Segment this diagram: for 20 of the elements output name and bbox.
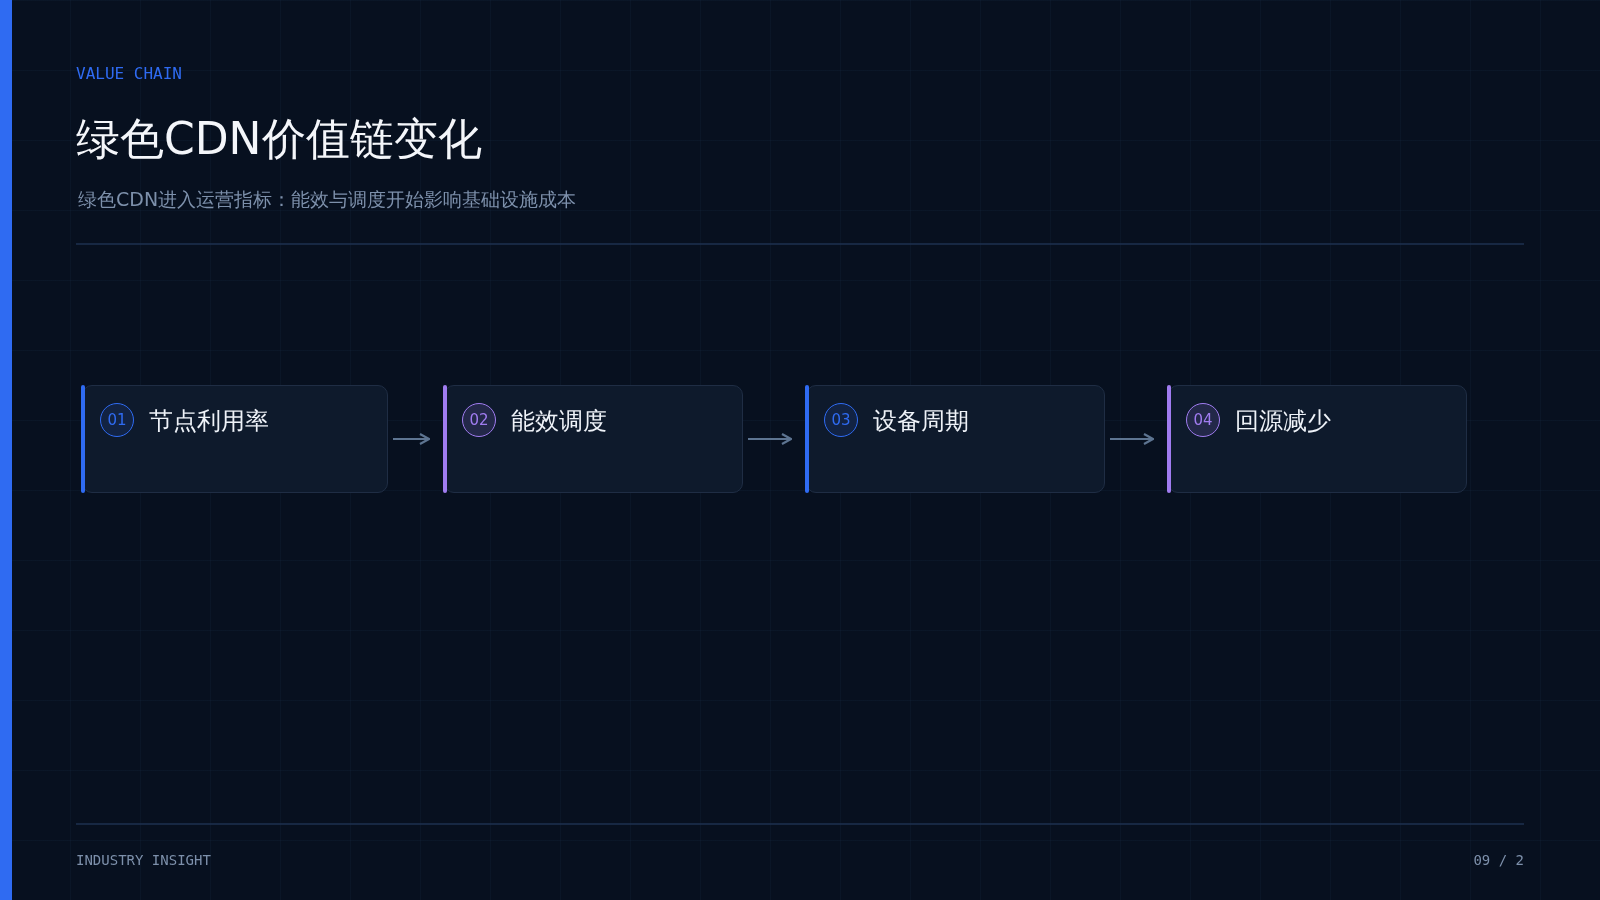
subtitle: 绿色CDN进入运营指标：能效与调度开始影响基础设施成本 xyxy=(78,187,577,212)
step-number-badge: 02 xyxy=(462,403,496,437)
section-eyebrow: VALUE CHAIN xyxy=(76,64,182,83)
step-label: 节点利用率 xyxy=(149,406,269,437)
step-card xyxy=(444,385,743,493)
step-card xyxy=(806,385,1105,493)
slide-title: 绿色CDN价值链变化 xyxy=(76,112,482,166)
step-number-badge: 03 xyxy=(824,403,858,437)
step-label: 能效调度 xyxy=(511,406,607,437)
flow-arrow xyxy=(1110,432,1155,446)
step-label: 回源减少 xyxy=(1235,406,1331,437)
footer-text: INDUSTRY INSIGHT xyxy=(76,852,211,868)
step-card xyxy=(82,385,388,493)
step-number-badge: 01 xyxy=(100,403,134,437)
flow-arrow xyxy=(393,432,431,446)
flow-arrow xyxy=(748,432,793,446)
page-number: 09 / 2 xyxy=(1473,852,1524,868)
step-number-badge: 04 xyxy=(1186,403,1220,437)
step-label: 设备周期 xyxy=(873,406,969,437)
step-card xyxy=(1168,385,1467,493)
